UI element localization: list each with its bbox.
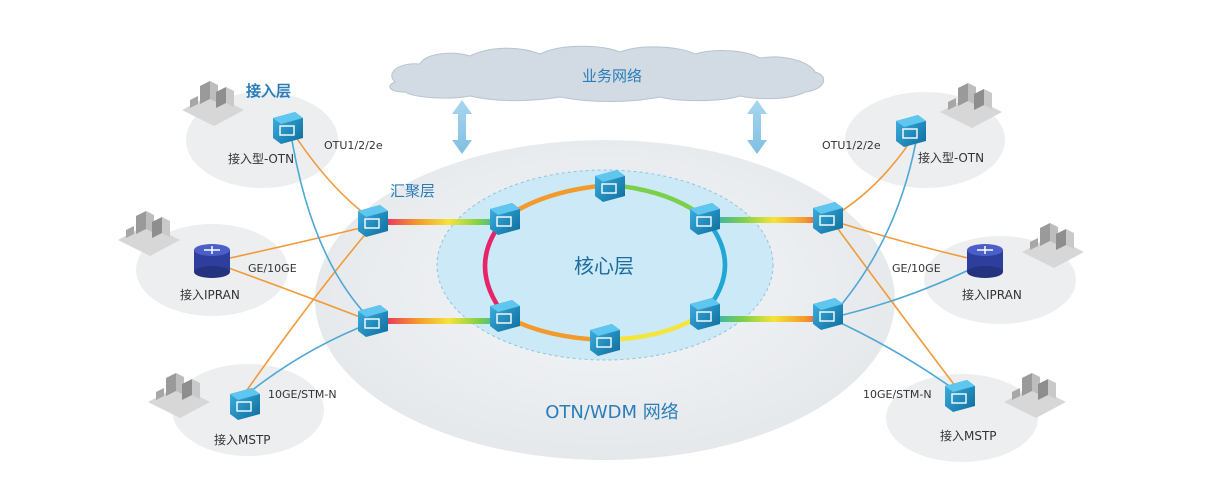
building-icon — [1004, 373, 1066, 418]
left-mstp-site-label: 接入MSTP — [214, 432, 271, 447]
otn-device-icon — [813, 298, 843, 330]
building-icon — [1022, 223, 1084, 268]
left-10ge-link-label: 10GE/STM-N — [268, 388, 337, 401]
right-mstp-site-label: 接入MSTP — [940, 428, 997, 443]
building-icon — [182, 81, 244, 126]
cloud-label: 业务网络 — [582, 67, 642, 85]
aggregation-links — [380, 217, 830, 324]
otn-device-icon — [230, 388, 260, 420]
right-ge-link-label: GE/10GE — [892, 262, 941, 275]
right-otu-link-label: OTU1/2/2e — [822, 139, 881, 152]
access-links-orange — [211, 127, 986, 401]
otn-device-icon — [595, 170, 625, 202]
left-ge-link-label: GE/10GE — [248, 262, 297, 275]
otn-device-icon — [490, 203, 520, 235]
right-otn-site-label: 接入型-OTN — [918, 150, 984, 165]
right-mstp-site-disc — [886, 374, 1038, 462]
building-icon — [940, 83, 1002, 128]
left-ipran-site-label: 接入IPRAN — [180, 287, 240, 302]
otn-device-icon — [896, 115, 926, 147]
router-icon — [967, 244, 1003, 278]
building-icon — [118, 211, 180, 256]
right-ipran-site-label: 接入IPRAN — [962, 287, 1022, 302]
left-otn-site-label: 接入型-OTN — [228, 151, 294, 166]
otn-device-icon — [945, 380, 975, 412]
aggregation-layer-label: 汇聚层 — [390, 182, 435, 200]
otn-device-icon — [273, 112, 303, 144]
otn-device-icon — [690, 298, 720, 330]
network-label: OTN/WDM 网络 — [545, 402, 679, 423]
double-arrow-icon — [747, 100, 767, 154]
left-otu-link-label: OTU1/2/2e — [324, 139, 383, 152]
otn-device-icon — [358, 305, 388, 337]
service-network-cloud — [389, 45, 825, 102]
right-10ge-link-label: 10GE/STM-N — [863, 388, 932, 401]
otn-device-icon — [358, 205, 388, 237]
otn-device-icon — [490, 300, 520, 332]
otn-device-icon — [813, 202, 843, 234]
building-icon — [148, 373, 210, 418]
core-layer-label: 核心层 — [574, 254, 634, 278]
router-icon — [194, 244, 230, 278]
access-layer-label: 接入层 — [246, 82, 291, 100]
double-arrow-icon — [452, 100, 472, 154]
core-area — [436, 169, 774, 361]
otn-device-icon — [690, 203, 720, 235]
otn-device-icon — [590, 324, 620, 356]
